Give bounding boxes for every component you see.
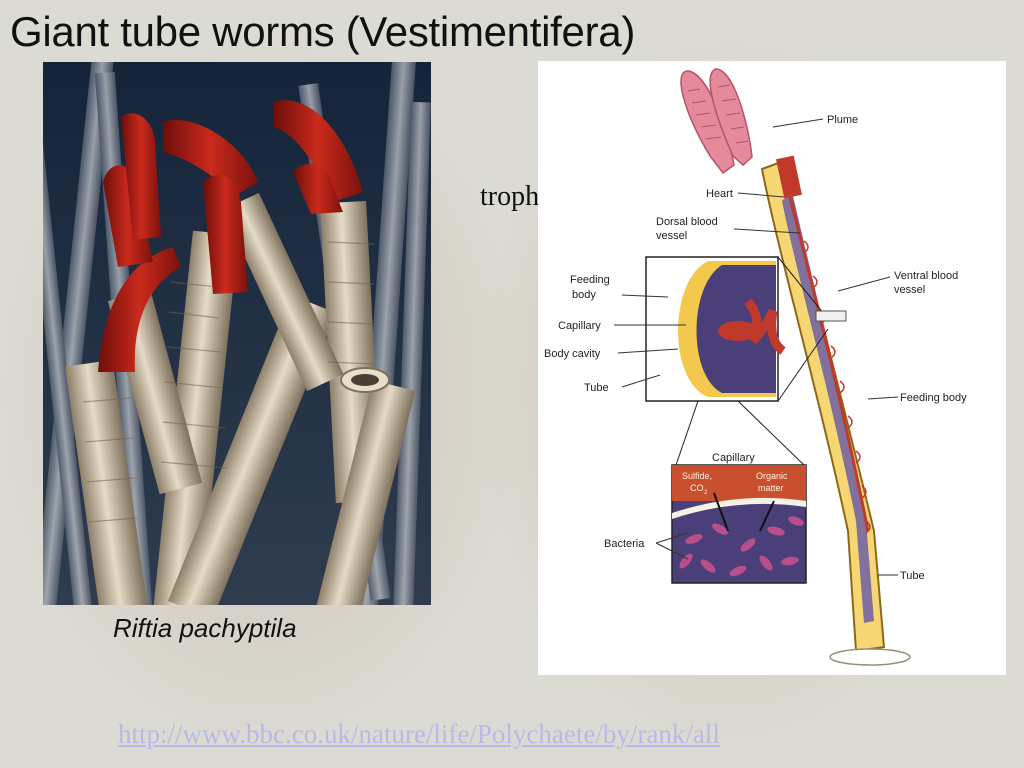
label-ventral-vessel-1: Ventral blood: [894, 270, 958, 282]
source-link[interactable]: http://www.bbc.co.uk/nature/life/Polycha…: [118, 719, 720, 749]
anatomy-diagram-svg: Plume Heart Dorsal blood vessel Ventral …: [544, 68, 967, 666]
label-bacteria: Bacteria: [604, 538, 645, 550]
label-capillary: Capillary: [558, 320, 601, 332]
label-organic-1: Organic: [756, 471, 788, 481]
label-co2-subscript: 2: [704, 490, 708, 496]
slide-title: Giant tube worms (Vestimentifera): [10, 8, 636, 55]
body-tube-shape: [760, 155, 911, 666]
label-feeding-inset-2: body: [572, 289, 596, 301]
anatomy-diagram: Plume Heart Dorsal blood vessel Ventral …: [538, 61, 1006, 675]
tube-worms-illustration: [43, 62, 431, 605]
label-heart: Heart: [706, 188, 733, 200]
label-plume: Plume: [827, 114, 858, 126]
label-ventral-vessel-2: vessel: [894, 284, 925, 296]
label-organic-2: matter: [758, 483, 784, 493]
bacteria-inset: [671, 400, 807, 584]
label-dorsal-vessel-2: vessel: [656, 230, 687, 242]
label-co2: CO: [690, 483, 704, 493]
label-body-cavity: Body cavity: [544, 348, 601, 360]
label-feeding-inset-1: Feeding: [570, 274, 610, 286]
feeding-body-inset: [645, 256, 847, 402]
label-tube: Tube: [900, 570, 925, 582]
tube-worms-photo: [43, 62, 431, 605]
label-capillary-lower: Capillary: [712, 452, 755, 464]
species-caption: Riftia pachyptila: [113, 613, 297, 643]
label-sulfide: Sulfide,: [682, 471, 712, 481]
label-tube-inset: Tube: [584, 382, 609, 394]
label-dorsal-vessel-1: Dorsal blood: [656, 216, 718, 228]
label-feeding-body: Feeding body: [900, 392, 967, 404]
plume-shape: [680, 68, 753, 175]
